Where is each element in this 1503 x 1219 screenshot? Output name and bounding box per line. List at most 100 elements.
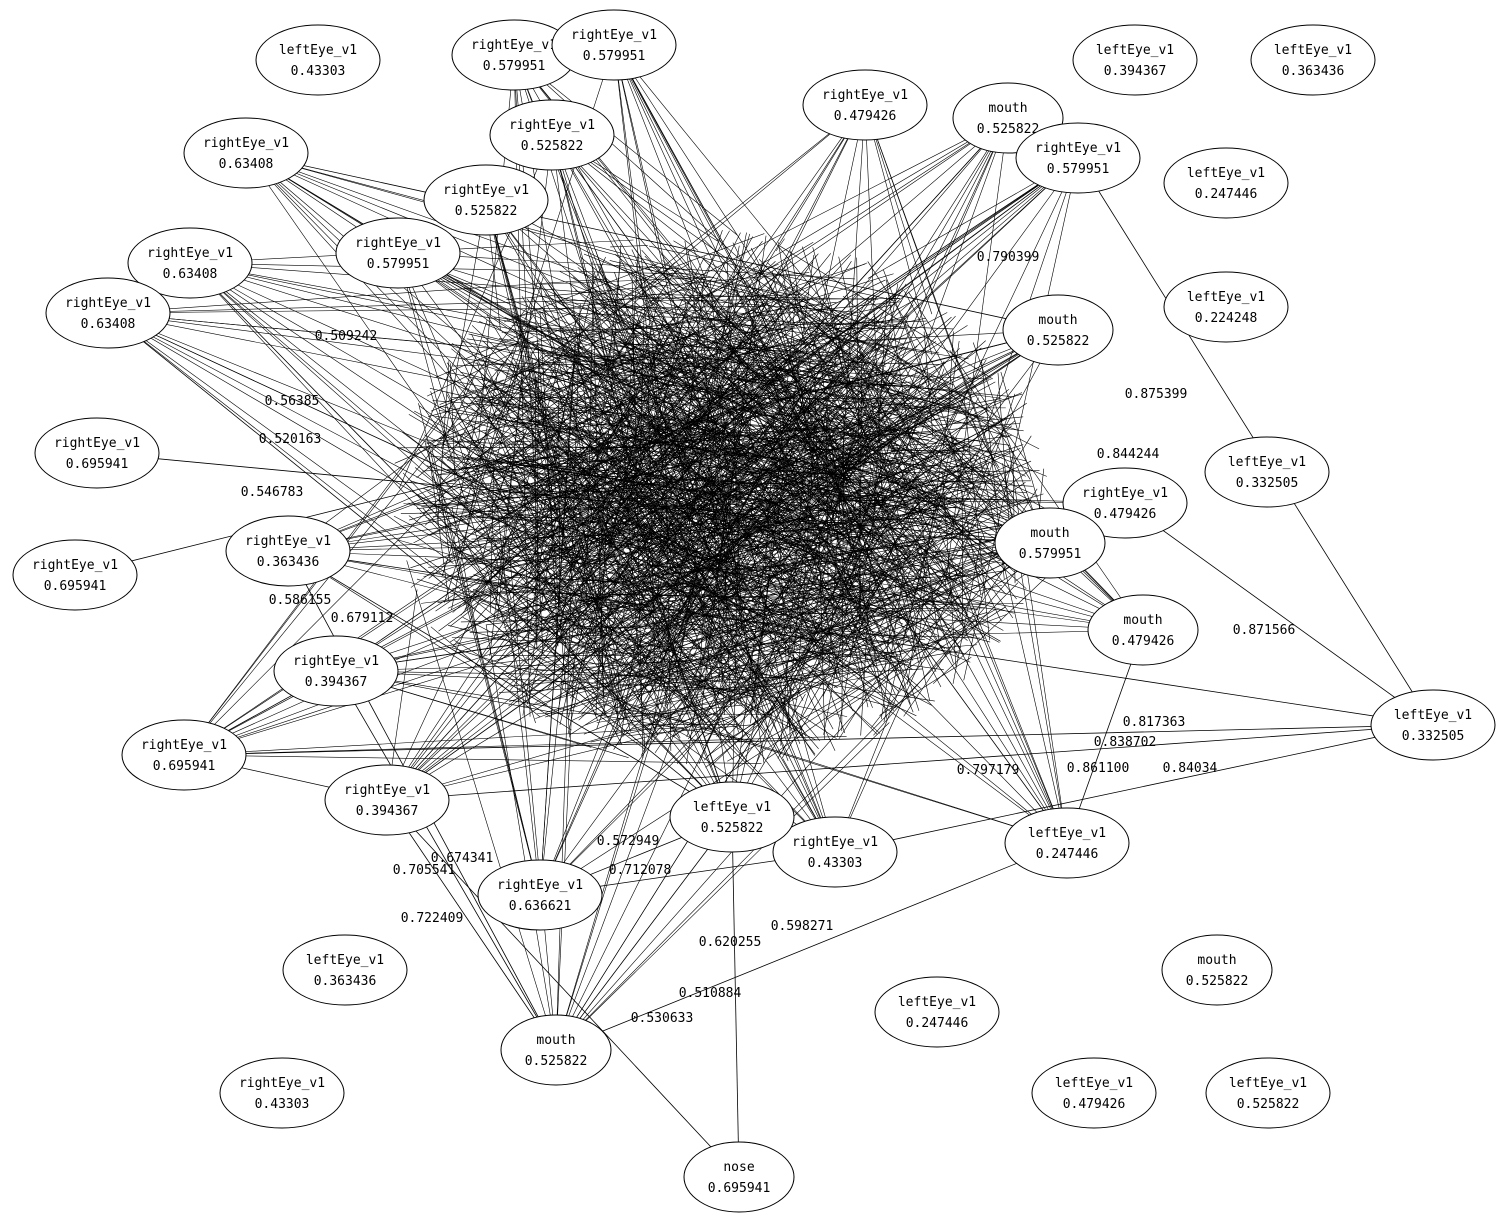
graph-node[interactable]: leftEye_v10.525822 [669, 781, 795, 853]
node-edge [539, 426, 745, 896]
graph-node[interactable]: leftEye_v10.363436 [282, 934, 408, 1006]
node-edge [551, 134, 652, 535]
graph-node[interactable]: leftEye_v10.43303 [255, 24, 381, 96]
node-edge [486, 496, 1126, 504]
node-edge [528, 117, 1009, 529]
graph-node[interactable]: leftEye_v10.332505 [1370, 689, 1496, 761]
graph-node[interactable]: rightEye_v10.579951 [335, 217, 461, 289]
graph-node[interactable]: rightEye_v10.63408 [45, 277, 171, 349]
graph-node[interactable]: rightEye_v10.579951 [451, 19, 577, 91]
node-edge [888, 371, 1144, 631]
node-edge [744, 104, 866, 346]
graph-node[interactable]: leftEye_v10.224248 [1163, 271, 1289, 343]
cluster-edge [704, 239, 962, 503]
graph-node[interactable]: leftEye_v10.363436 [1250, 24, 1376, 96]
node-ellipse [1205, 1057, 1331, 1129]
node-edge [621, 569, 836, 853]
node-edge [834, 461, 990, 853]
node-edge [531, 297, 1068, 844]
node-edge [555, 668, 797, 1051]
cluster-edge [723, 533, 1026, 596]
node-edge [539, 425, 1013, 896]
cluster-edge [471, 325, 738, 578]
cluster-edge [579, 610, 729, 698]
cluster-edge [778, 481, 817, 584]
cluster-edge [772, 414, 791, 739]
cluster-edge [628, 400, 899, 692]
graph-node[interactable]: leftEye_v10.247446 [1163, 147, 1289, 219]
node-edge [944, 117, 1009, 587]
graph-node[interactable]: rightEye_v10.394367 [273, 635, 399, 707]
node-edge [335, 444, 1024, 672]
graph-edge [335, 670, 557, 1051]
node-label: rightEye_v1 [147, 246, 233, 261]
graph-node[interactable]: rightEye_v10.636621 [477, 859, 603, 931]
cluster-edge [904, 291, 1015, 500]
graph-node[interactable]: rightEye_v10.579951 [551, 9, 677, 81]
graph-node[interactable]: rightEye_v10.525822 [489, 99, 615, 171]
node-edge [609, 329, 1059, 632]
cluster-edge [879, 283, 899, 389]
graph-node[interactable]: rightEye_v10.479426 [802, 69, 928, 141]
node-edge [673, 329, 1059, 550]
cluster-edge [494, 370, 924, 387]
node-edge [774, 104, 866, 532]
node-edge [614, 477, 1068, 844]
node-edge [547, 546, 1144, 631]
node-label: rightEye_v1 [571, 28, 657, 43]
node-edge [183, 464, 831, 756]
node-edge [287, 550, 896, 709]
edge-weight-label: 0.84034 [1163, 761, 1218, 776]
cluster-edge [455, 445, 912, 543]
cluster-edge [660, 453, 975, 529]
graph-edge [96, 452, 1051, 544]
node-ellipse [121, 719, 247, 791]
node-edge [189, 262, 584, 388]
graph-node[interactable]: rightEye_v10.394367 [324, 764, 450, 836]
cluster-edge [512, 456, 607, 619]
cluster-edge [626, 595, 670, 638]
node-edge [958, 569, 1068, 844]
graph-node[interactable]: rightEye_v10.63408 [183, 117, 309, 189]
node-edge [386, 315, 743, 801]
node-value: 0.579951 [1019, 547, 1082, 562]
graph-node[interactable]: rightEye_v10.695941 [121, 719, 247, 791]
graph-node[interactable]: leftEye_v10.247446 [874, 976, 1000, 1048]
graph-node[interactable]: rightEye_v10.43303 [772, 816, 898, 888]
node-edge [864, 104, 884, 520]
graph-node[interactable]: rightEye_v10.63408 [127, 227, 253, 299]
graph-node[interactable]: rightEye_v10.479426 [1062, 467, 1188, 539]
graph-node[interactable]: rightEye_v10.695941 [34, 417, 160, 489]
node-edge [704, 117, 1009, 298]
node-label: rightEye_v1 [509, 118, 595, 133]
node-label: leftEye_v1 [1394, 708, 1472, 723]
graph-node[interactable]: rightEye_v10.579951 [1015, 122, 1141, 194]
node-edge [551, 134, 634, 478]
cluster-edge [647, 298, 917, 449]
node-edge [386, 294, 896, 801]
graph-node[interactable]: rightEye_v10.525822 [423, 164, 549, 236]
node-edge [183, 538, 762, 756]
graph-node[interactable]: rightEye_v10.363436 [225, 515, 351, 587]
node-edge [386, 613, 651, 801]
graph-node[interactable]: leftEye_v10.332505 [1204, 436, 1330, 508]
graph-node[interactable]: leftEye_v10.479426 [1031, 1057, 1157, 1129]
cluster-edge [435, 292, 901, 612]
cluster-edge [504, 470, 968, 578]
graph-node[interactable]: leftEye_v10.525822 [1205, 1057, 1331, 1129]
graph-node[interactable]: leftEye_v10.247446 [1004, 807, 1130, 879]
node-edge [431, 448, 541, 896]
graph-node[interactable]: rightEye_v10.43303 [219, 1057, 345, 1129]
node-edge [245, 152, 839, 366]
cluster-edge [466, 276, 544, 522]
graph-node[interactable]: rightEye_v10.695941 [12, 539, 138, 611]
cluster-edge [545, 388, 588, 449]
graph-node[interactable]: leftEye_v10.394367 [1072, 24, 1198, 96]
cluster-edge [879, 657, 972, 716]
